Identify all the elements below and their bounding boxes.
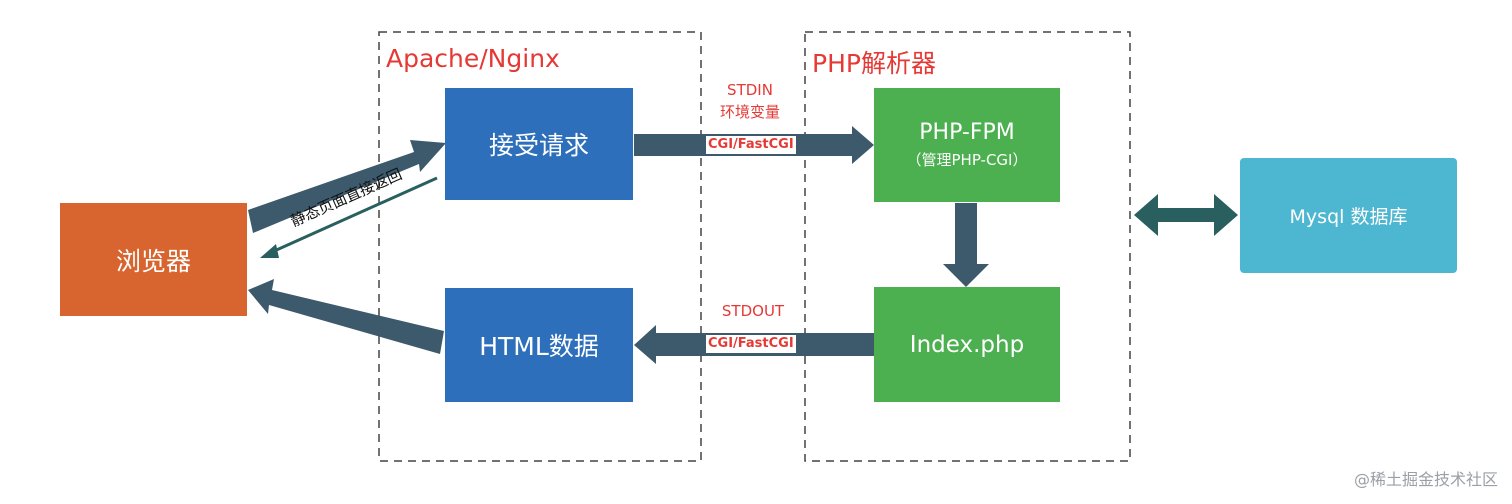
- php-fpm-node: PHP-FPM （管理PHP-CGI）: [874, 88, 1060, 202]
- index-php-label: Index.php: [909, 331, 1025, 358]
- mysql-label: Mysql 数据库: [1289, 206, 1408, 228]
- server-group-frame: [378, 31, 702, 462]
- cgi-top-label: CGI/FastCGI: [706, 136, 796, 154]
- static-return-arrowhead: [260, 244, 279, 258]
- request-arrow: [248, 140, 446, 233]
- stdout-label: STDOUT: [721, 302, 785, 320]
- cgi-bottom-label: CGI/FastCGI: [706, 335, 796, 353]
- response-arrow: [248, 279, 444, 354]
- php-group-frame: [804, 31, 1131, 462]
- html-data-label: HTML数据: [479, 332, 599, 361]
- env-vars-label: 环境变量: [719, 103, 780, 121]
- fpm-to-index-arrow: [943, 203, 989, 287]
- mysql-double-arrow: [1134, 194, 1238, 236]
- watermark: @稀土掘金技术社区: [1353, 470, 1498, 489]
- stdin-label: STDIN: [727, 81, 773, 99]
- browser-label: 浏览器: [115, 246, 191, 276]
- receive-request-node: 接受请求: [445, 88, 633, 200]
- server-group-title: Apache/Nginx: [386, 44, 560, 73]
- browser-node: 浏览器: [60, 203, 247, 316]
- php-fpm-title: PHP-FPM: [919, 120, 1015, 145]
- receive-request-label: 接受请求: [488, 131, 589, 160]
- static-return-line: [271, 176, 438, 254]
- html-data-node: HTML数据: [445, 288, 633, 402]
- php-group-title: PHP解析器: [812, 49, 936, 78]
- index-php-node: Index.php: [874, 287, 1060, 402]
- mysql-node: Mysql 数据库: [1240, 158, 1457, 273]
- php-fpm-subtitle: （管理PHP-CGI）: [906, 151, 1028, 169]
